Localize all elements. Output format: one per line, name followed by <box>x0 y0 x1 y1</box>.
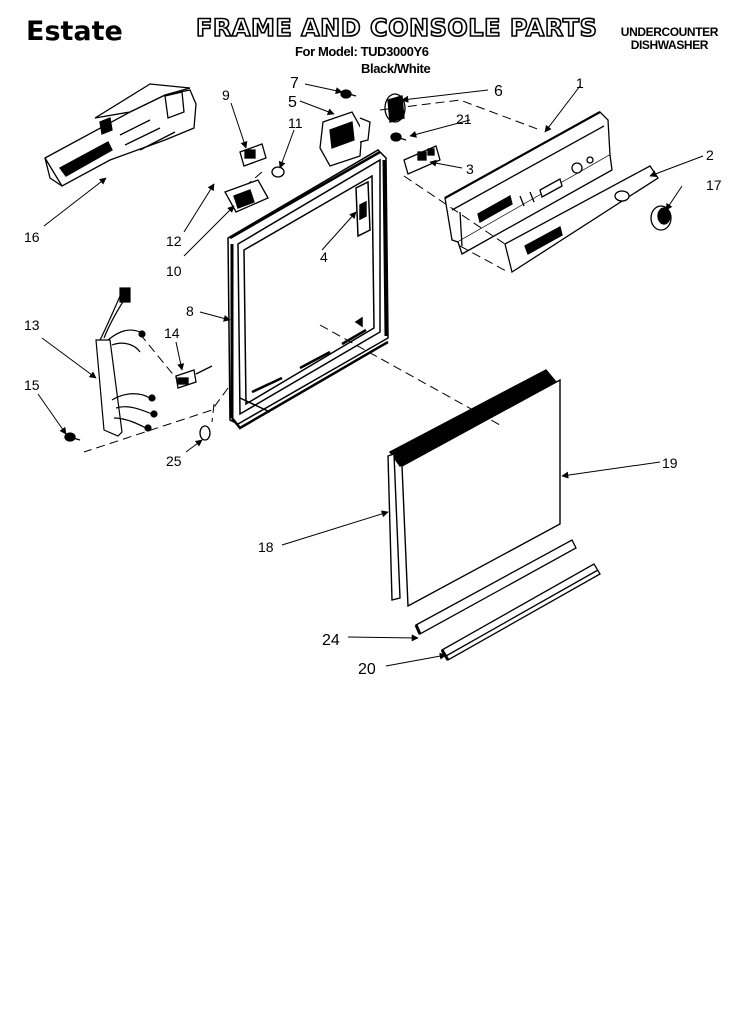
part-21-screw <box>390 132 407 142</box>
callout-5: 5 <box>288 94 297 111</box>
appliance-type: UNDERCOUNTER DISHWASHER <box>620 25 719 52</box>
callout-9: 9 <box>222 87 230 103</box>
callout-4: 4 <box>320 249 328 265</box>
color-variant: Black/White <box>361 61 431 76</box>
callout-14: 14 <box>164 325 180 341</box>
callout-11: 11 <box>288 115 303 131</box>
appliance-type-line2: DISHWASHER <box>630 38 709 52</box>
part-15-screw <box>64 432 81 442</box>
model-number: For Model: TUD3000Y6 <box>295 44 429 59</box>
part-18-door-panel-insert <box>387 453 401 601</box>
appliance-type-line1: UNDERCOUNTER <box>620 25 719 39</box>
part-25-plug <box>199 425 211 441</box>
part-10-bracket <box>224 179 269 213</box>
alignment-lines <box>83 99 541 453</box>
callout-3: 3 <box>466 161 474 177</box>
callout-1: 1 <box>576 75 584 91</box>
part-5-door-latch <box>319 111 371 167</box>
callout-25: 25 <box>166 453 182 469</box>
callout-12: 12 <box>166 233 182 249</box>
callout-13: 13 <box>24 317 40 333</box>
callout-labels: 1 2 3 4 5 6 7 8 9 10 11 12 13 14 15 16 1… <box>24 75 722 678</box>
callout-6: 6 <box>494 83 503 100</box>
part-9-switch <box>239 143 267 167</box>
callout-19: 19 <box>662 455 678 471</box>
callout-20: 20 <box>358 661 376 678</box>
callout-16: 16 <box>24 229 40 245</box>
part-1-console <box>444 111 613 255</box>
part-8-door-frame <box>227 149 389 430</box>
leader-arrows <box>37 83 704 667</box>
callout-15: 15 <box>24 377 40 393</box>
part-16-console-cover <box>44 83 197 187</box>
part-7-screw <box>340 89 357 99</box>
callout-8: 8 <box>186 303 194 319</box>
part-19-door-panel <box>388 369 561 608</box>
part-13-wire-harness <box>95 287 158 437</box>
callout-2: 2 <box>706 147 714 163</box>
part-14-switch <box>175 365 213 389</box>
brand-logo: Estate <box>26 16 123 47</box>
callout-21: 21 <box>456 111 472 127</box>
part-17-knob <box>650 205 672 231</box>
callout-18: 18 <box>258 539 274 555</box>
part-2-console-panel <box>504 165 659 274</box>
callout-24: 24 <box>322 632 340 649</box>
part-3-switch-bracket <box>403 145 441 175</box>
callout-7: 7 <box>290 75 299 92</box>
page-title: FRAME AND CONSOLE PARTS <box>195 13 598 43</box>
callout-17: 17 <box>706 177 722 193</box>
callout-10: 10 <box>166 263 182 279</box>
part-11-clip <box>271 166 285 178</box>
part-24-trim-strip <box>414 539 577 635</box>
